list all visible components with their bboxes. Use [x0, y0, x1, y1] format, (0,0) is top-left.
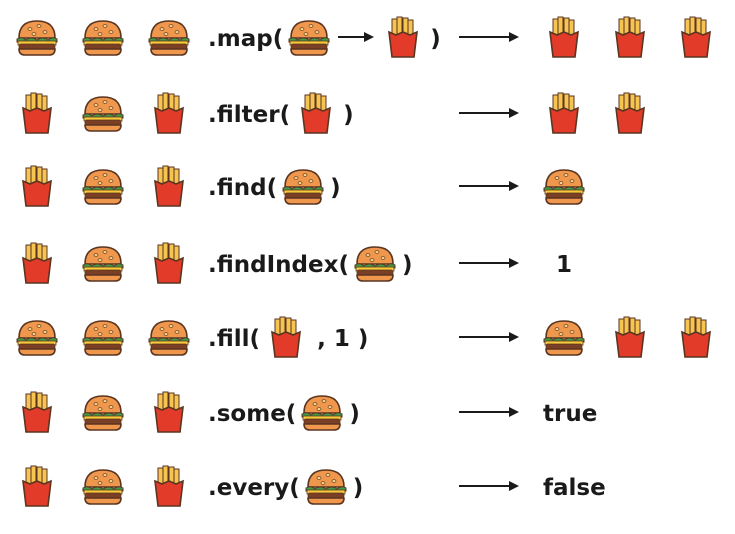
result-value: 1 [556, 252, 573, 278]
method-name: .fill( [208, 326, 261, 352]
burger-icon [280, 163, 326, 209]
burger-icon [541, 314, 587, 360]
burger-icon [14, 314, 60, 360]
fries-icon [263, 314, 309, 360]
method-arg-text: , 1 [317, 326, 350, 352]
fries-icon [146, 240, 192, 286]
method-row-fill: .fill( , 1) [0, 0, 735, 358]
result-value: true [543, 401, 598, 427]
arrow-icon [338, 30, 375, 44]
burger-icon [303, 463, 349, 509]
burger-icon [80, 90, 126, 136]
burger-icon [286, 14, 332, 60]
method-name: .findIndex( [208, 252, 349, 278]
method-row-findIndex: .findIndex( ) 1 [0, 0, 735, 284]
burger-icon [80, 389, 126, 435]
fries-icon [293, 90, 339, 136]
fries-icon [14, 389, 60, 435]
method-row-every: .every( ) false [0, 0, 735, 507]
method-row-some: .some( ) true [0, 0, 735, 433]
burger-icon [80, 240, 126, 286]
fries-icon [146, 163, 192, 209]
fries-icon [607, 90, 653, 136]
method-close-paren: ) [430, 26, 441, 52]
method-name: .some( [208, 401, 297, 427]
burger-icon [146, 314, 192, 360]
method-name: .filter( [208, 102, 291, 128]
burger-icon [146, 14, 192, 60]
burger-icon [80, 463, 126, 509]
method-close-paren: ) [349, 401, 360, 427]
method-name: .find( [208, 175, 278, 201]
burger-icon [541, 163, 587, 209]
arrow-icon [459, 30, 519, 44]
method-row-map: .map( ) [0, 0, 735, 60]
fries-icon [380, 14, 426, 60]
arrow-icon [459, 106, 519, 120]
arrow-icon [459, 405, 519, 419]
fries-icon [14, 463, 60, 509]
method-close-paren: ) [357, 326, 369, 352]
fries-icon [607, 14, 653, 60]
method-close-paren: ) [352, 475, 364, 501]
burger-icon [80, 14, 126, 60]
fries-icon [146, 463, 192, 509]
method-close-paren: ) [330, 175, 341, 201]
burger-icon [14, 14, 60, 60]
fries-icon [14, 163, 60, 209]
arrow-icon [459, 479, 519, 493]
method-name: .map( [208, 26, 284, 52]
result-value: false [543, 475, 606, 501]
fries-icon [673, 14, 719, 60]
fries-icon [146, 90, 192, 136]
fries-icon [146, 389, 192, 435]
burger-icon [299, 389, 345, 435]
fries-icon [14, 240, 60, 286]
burger-icon [80, 163, 126, 209]
method-close-paren: ) [401, 252, 413, 278]
fries-icon [14, 90, 60, 136]
arrow-icon [459, 256, 519, 270]
arrow-icon [459, 330, 519, 344]
arrow-icon [459, 179, 519, 193]
burger-icon [80, 314, 126, 360]
fries-icon [541, 90, 587, 136]
method-name: .every( [208, 475, 300, 501]
fries-icon [541, 14, 587, 60]
method-row-filter: .filter( ) [0, 0, 735, 134]
method-row-find: .find( ) [0, 0, 735, 207]
burger-icon [352, 240, 398, 286]
method-close-paren: ) [343, 102, 354, 128]
fries-icon [607, 314, 653, 360]
fries-icon [673, 314, 719, 360]
